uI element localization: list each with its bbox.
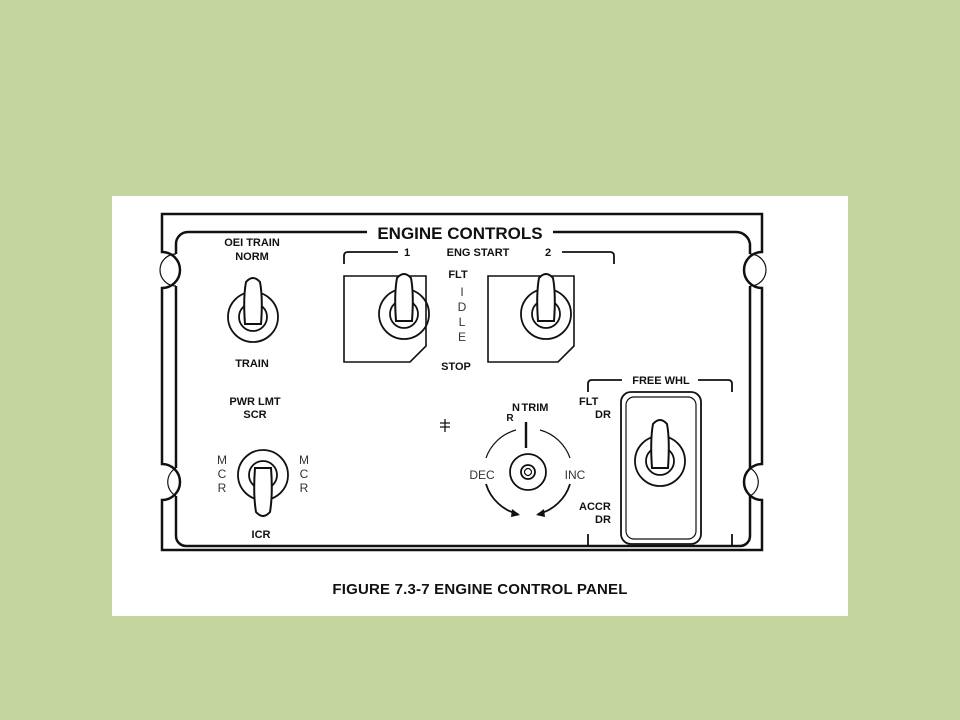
nr-trim-arc-left-lower — [485, 483, 519, 515]
eng-start-1-label: 1 — [404, 247, 410, 259]
notch-right-top — [749, 253, 767, 287]
free-whl-label: FREE WHL — [632, 375, 690, 387]
nr-trim-knob[interactable] — [509, 422, 547, 491]
nr-trim-label: TRIM — [522, 402, 549, 414]
notch-left-bottom — [167, 467, 177, 497]
free-whl-flt-label: FLT — [579, 396, 599, 408]
figure-caption: FIGURE 7.3-7 ENGINE CONTROL PANEL — [332, 581, 628, 598]
eng-start-stop-label: STOP — [441, 361, 471, 373]
nr-trim-arc-right-lower — [537, 483, 571, 515]
panel-inner-border — [174, 230, 752, 548]
eng-start-2-label: 2 — [545, 247, 551, 259]
nr-trim-r-subscript: R — [506, 413, 514, 424]
arrow-right-icon — [511, 509, 520, 517]
pwr-lmt-label: PWR LMT — [229, 396, 281, 408]
eng-start-2-toggle-switch[interactable] — [487, 273, 575, 363]
pwr-lmt-right-r: R — [300, 481, 309, 495]
idle-letter-l: L — [459, 315, 466, 329]
engine-control-panel: ENGINE CONTROLS OEI TRAIN NORM TRAIN 1 E… — [159, 212, 767, 552]
oei-train-toggle-switch[interactable] — [227, 277, 279, 343]
oei-norm-label: NORM — [235, 251, 269, 263]
pwr-lmt-left-r: R — [218, 481, 227, 495]
free-whl-bracket-left-top — [587, 379, 622, 392]
nr-trim-arc-right-upper — [539, 429, 571, 459]
oei-train-bottom-label: TRAIN — [235, 358, 269, 370]
pwr-lmt-scr-label: SCR — [243, 409, 266, 421]
pwr-lmt-left-m: M — [217, 453, 227, 467]
panel-title: ENGINE CONTROLS — [377, 224, 542, 243]
idle-letter-d: D — [458, 300, 467, 314]
pwr-lmt-toggle-switch[interactable] — [237, 449, 289, 517]
pwr-lmt-left-c: C — [218, 467, 227, 481]
free-whl-flt-dr-label: DR — [595, 409, 611, 421]
pwr-lmt-right-m: M — [299, 453, 309, 467]
notch-left-top — [159, 253, 177, 287]
eng-start-flt-label: FLT — [448, 269, 468, 281]
free-whl-accr-dr-label: DR — [595, 514, 611, 526]
free-whl-guarded-toggle-switch[interactable] — [620, 391, 702, 545]
idle-letter-e: E — [458, 330, 466, 344]
nr-trim-n-label: N — [512, 402, 520, 414]
panel-outer-border — [160, 212, 764, 552]
figure: ENGINE CONTROLS OEI TRAIN NORM TRAIN 1 E… — [112, 196, 848, 616]
eng-start-bracket-right — [562, 251, 615, 264]
arrow-left-icon — [536, 509, 545, 517]
oei-train-label: OEI TRAIN — [224, 237, 280, 249]
free-whl-accr-label: ACCR — [579, 501, 611, 513]
notch-right-bottom — [749, 467, 759, 497]
free-whl-bracket-right-top — [698, 379, 733, 392]
pwr-lmt-icr-label: ICR — [252, 529, 271, 541]
idle-letter-i: I — [460, 285, 463, 299]
nr-trim-dec-label: DEC — [469, 468, 495, 482]
eng-start-1-toggle-switch[interactable] — [343, 273, 430, 363]
nr-trim-inc-label: INC — [565, 468, 586, 482]
eng-start-bracket-left — [343, 251, 398, 264]
crosshair-icon — [440, 419, 450, 432]
eng-start-label: ENG START — [447, 247, 510, 259]
pwr-lmt-right-c: C — [300, 467, 309, 481]
nr-trim-arc-left-upper — [485, 429, 517, 459]
